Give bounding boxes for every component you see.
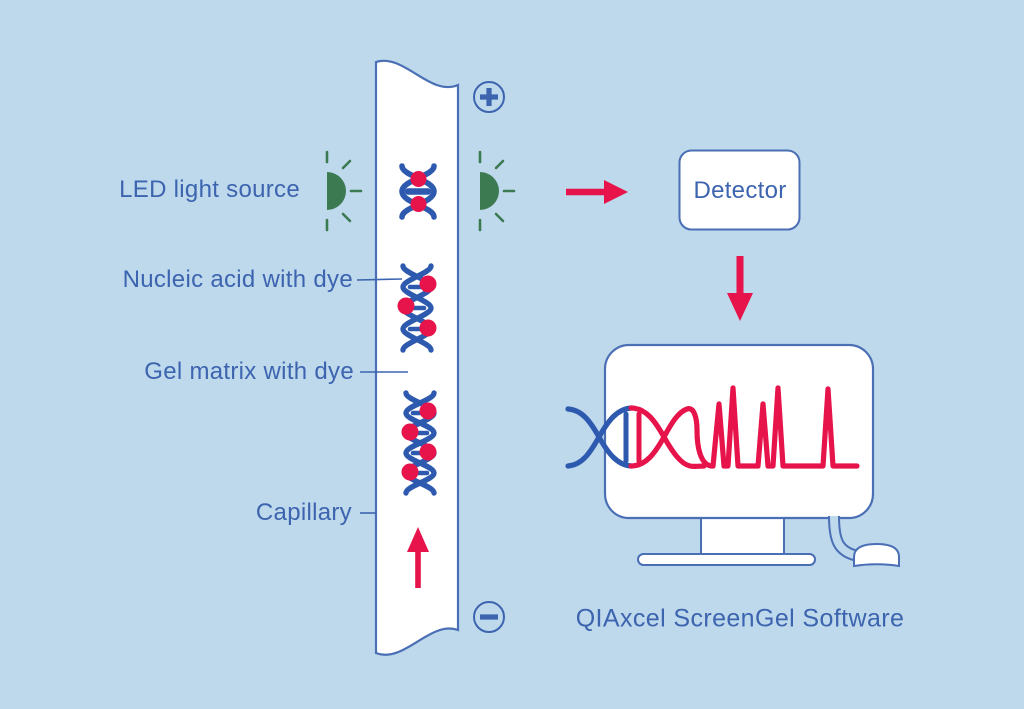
to-detector-arrow-icon [566, 180, 628, 204]
detector-label: Detector [693, 177, 787, 204]
led-icon-right [478, 150, 516, 232]
helix-blue-strand-bottom [565, 405, 634, 469]
mouse-icon [853, 542, 900, 568]
plus-electrode-icon [473, 81, 505, 113]
label-capillary: Capillary [255, 499, 352, 526]
label-led-light-source: LED light source [119, 176, 300, 203]
monitor [603, 343, 900, 568]
pointer-line-nucleic-acid [356, 278, 403, 281]
helix-red-strand-top-and-peaks [628, 385, 860, 469]
detector-box [678, 149, 801, 231]
dna-icon-top [399, 163, 437, 220]
pointer-lines [356, 278, 408, 514]
dna-icon-bottom [401, 390, 437, 496]
led-icon-left [325, 150, 363, 232]
to-software-arrow-icon [727, 256, 753, 321]
software-caption: QIAxcel ScreenGel Software [575, 604, 905, 633]
helix-red-strand-bottom [628, 405, 707, 470]
capillary-tube [374, 59, 460, 656]
migration-up-arrow-icon [407, 527, 429, 588]
label-nucleic-acid-with-dye: Nucleic acid with dye [122, 266, 353, 293]
monitor-base [637, 553, 816, 566]
label-gel-matrix-with-dye: Gel matrix with dye [144, 358, 354, 385]
dna-icon-middle [397, 263, 437, 353]
minus-electrode-icon [473, 601, 505, 633]
electropherogram-trace [565, 385, 860, 470]
